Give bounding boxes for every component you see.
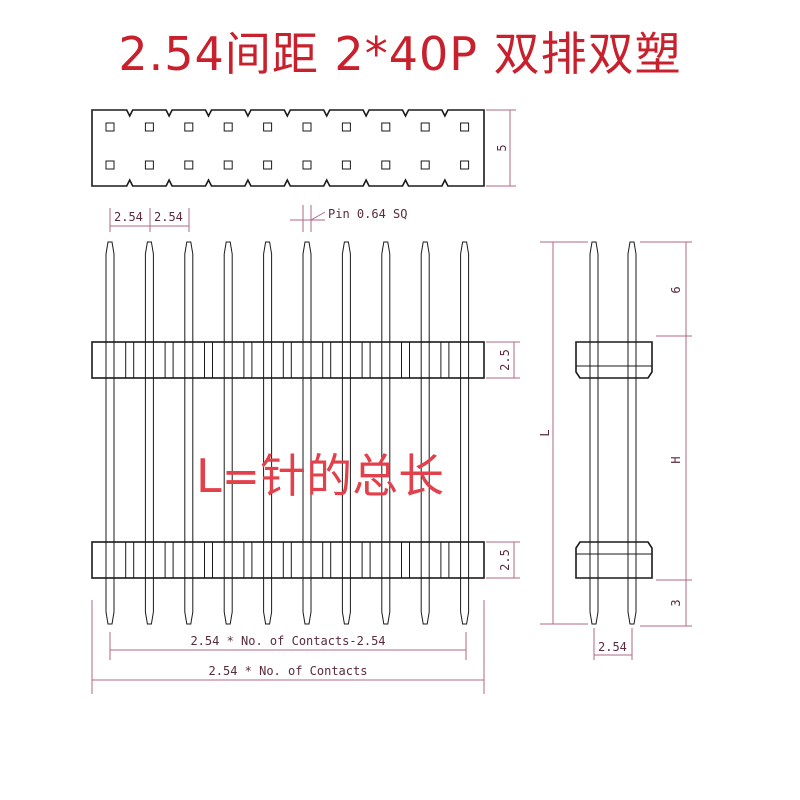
top-pin-hole <box>223 122 233 132</box>
dim-span-outer: 2.54 * No. of Contacts <box>91 600 485 694</box>
dim-side-right: 6 H 3 <box>640 241 692 627</box>
upper-housing <box>91 341 485 379</box>
top-pin-hole <box>263 122 273 132</box>
front-pin <box>460 241 470 625</box>
dim-side-L: L <box>538 241 588 625</box>
front-pin <box>144 241 154 625</box>
page-title: 2.54间距 2*40P 双排双塑 <box>118 27 682 81</box>
side-pin-left <box>589 241 599 625</box>
front-pin <box>184 241 194 625</box>
top-pin-hole <box>302 122 312 132</box>
top-view <box>91 109 485 187</box>
dim-label-span-inner: 2.54 * No. of Contacts-2.54 <box>190 634 385 648</box>
top-pin-hole <box>184 160 194 170</box>
front-pin <box>420 241 430 625</box>
top-pin-hole <box>341 160 351 170</box>
top-pin-hole <box>263 160 273 170</box>
front-pin <box>302 241 312 625</box>
side-pin-right <box>627 241 637 625</box>
dim-label-housing-upper: 2.5 <box>498 349 512 371</box>
dim-housing-upper: 2.5 <box>486 341 520 379</box>
dim-label-5: 5 <box>495 144 509 151</box>
top-pin-hole <box>460 122 470 132</box>
side-view <box>575 241 653 625</box>
dim-label-span-outer: 2.54 * No. of Contacts <box>209 664 368 678</box>
top-pin-hole <box>302 160 312 170</box>
top-pin-hole <box>184 122 194 132</box>
front-pin <box>381 241 391 625</box>
dim-span-inner: 2.54 * No. of Contacts-2.54 <box>109 632 467 660</box>
dim-label-6: 6 <box>669 286 683 293</box>
top-pin-hole <box>144 160 154 170</box>
dim-pin-size: Pin 0.64 SQ <box>290 205 407 232</box>
top-pin-hole <box>420 122 430 132</box>
front-pin <box>105 241 115 625</box>
dim-label-housing-lower: 2.5 <box>498 549 512 571</box>
front-pin <box>263 241 273 625</box>
front-pin <box>341 241 351 625</box>
dim-label-side-pitch: 2.54 <box>598 640 627 654</box>
top-pin-hole <box>381 122 391 132</box>
top-pin-hole <box>460 160 470 170</box>
dim-housing-lower: 2.5 <box>486 541 520 579</box>
overlay-label: L=针的总长 <box>196 449 444 503</box>
dim-label-pin: Pin 0.64 SQ <box>328 207 407 221</box>
side-upper-housing <box>575 341 653 379</box>
top-pin-hole <box>144 122 154 132</box>
top-pin-hole <box>105 122 115 132</box>
front-pin <box>223 241 233 625</box>
top-pin-hole <box>381 160 391 170</box>
top-pin-hole <box>420 160 430 170</box>
side-lower-housing <box>575 541 653 579</box>
dim-label-L: L <box>538 429 552 436</box>
dim-top-height: 5 <box>486 109 516 187</box>
dim-label-pitch-a: 2.54 <box>114 210 143 224</box>
dim-label-H: H <box>669 456 683 463</box>
dim-label-pitch-b: 2.54 <box>154 210 183 224</box>
dim-label-3: 3 <box>669 599 683 606</box>
lower-housing <box>91 541 485 579</box>
top-pin-hole <box>341 122 351 132</box>
top-pin-hole <box>223 160 233 170</box>
top-pin-hole <box>105 160 115 170</box>
front-view <box>91 241 485 625</box>
dim-pitch-top: 2.54 2.54 <box>109 208 190 232</box>
dim-side-pitch: 2.54 <box>593 628 633 660</box>
